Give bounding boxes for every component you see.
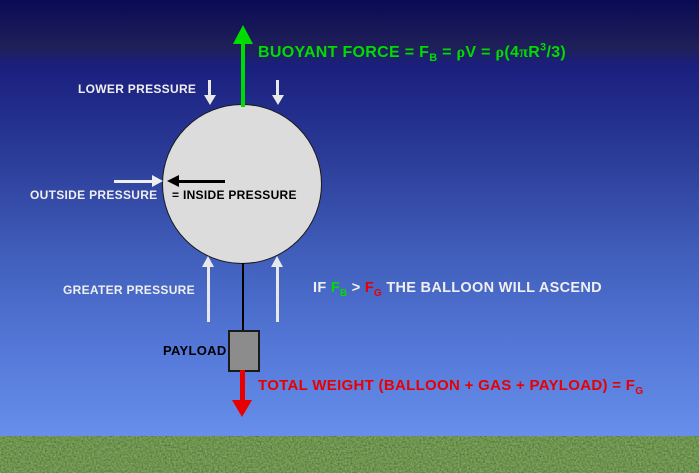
right-arrowhead-icon: [152, 175, 163, 187]
ascend-condition-label: IF FB > FG THE BALLOON WILL ASCEND: [313, 280, 602, 299]
up-arrowhead-icon: [202, 256, 214, 267]
buoyant-formula-label: BUOYANT FORCE = FB = ρV = ρ(4πR3/3): [258, 41, 567, 65]
inside-pressure-label: = INSIDE PRESSURE: [172, 188, 297, 202]
lower-pressure-arrow-right: [276, 80, 279, 96]
up-arrowhead-icon: [271, 256, 283, 267]
down-arrowhead-icon: [271, 95, 284, 105]
total-weight-label: TOTAL WEIGHT (BALLOON + GAS + PAYLOAD) =…: [258, 377, 644, 397]
greater-pressure-arrow-right: [276, 267, 279, 322]
buoyant-force-arrowhead-icon: [233, 25, 253, 44]
outside-pressure-label: OUTSIDE PRESSURE: [30, 188, 158, 202]
grass-ground: [0, 436, 699, 473]
total-weight-arrow: [240, 370, 245, 401]
greater-pressure-label: GREATER PRESSURE: [63, 283, 195, 297]
greater-pressure-arrow-left: [207, 267, 210, 322]
payload-box: [228, 330, 260, 372]
buoyant-force-arrow: [241, 42, 245, 107]
down-arrowhead-red-icon: [232, 400, 252, 417]
outside-pressure-arrow: [114, 180, 152, 183]
down-arrowhead-icon: [203, 95, 216, 105]
inside-pressure-arrow: [179, 180, 225, 183]
balloon-string: [242, 263, 244, 331]
balloon-circle: [162, 104, 322, 264]
payload-label: PAYLOAD: [163, 343, 227, 358]
lower-pressure-label: LOWER PRESSURE: [78, 82, 197, 96]
lower-pressure-arrow-left: [208, 80, 211, 96]
left-arrowhead-icon: [167, 175, 179, 187]
